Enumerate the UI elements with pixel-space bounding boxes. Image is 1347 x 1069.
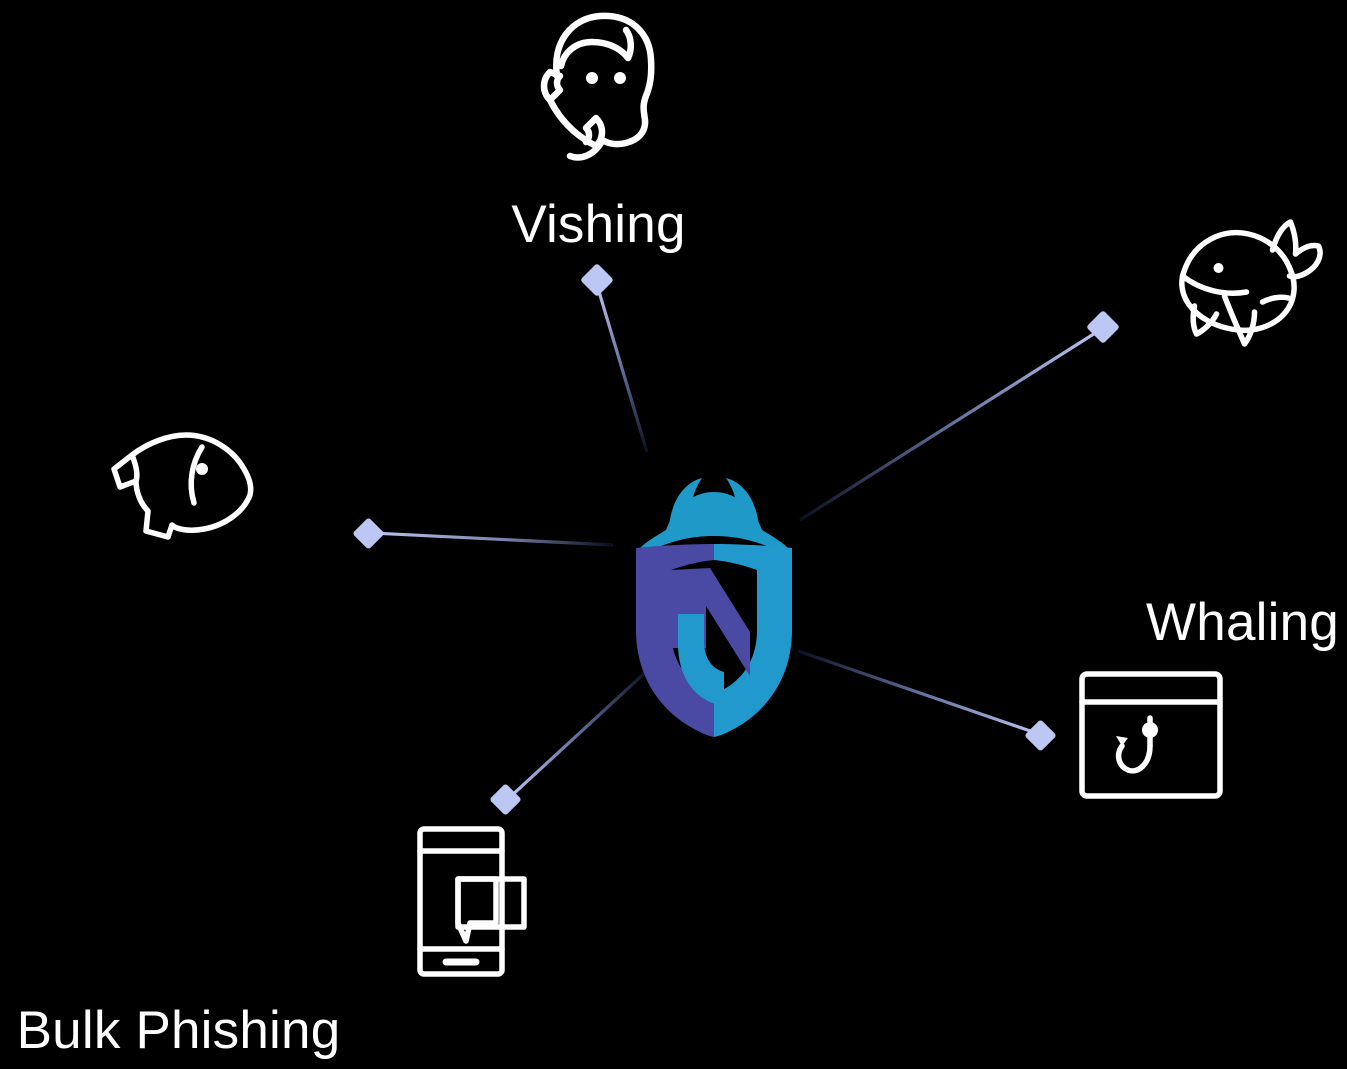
smartphone-message-icon [408,823,558,978]
logo-shield-right [714,544,792,737]
browser-hook-icon [1076,668,1226,803]
connector-marker-vishing [581,264,613,296]
node-label-bulk-phishing: Bulk Phishing [16,1001,341,1060]
connector-marker-spear-phishing [1025,720,1056,751]
connector-spear-phishing [797,649,1056,751]
face-phone-icon [514,8,684,183]
connector-bulk-phishing [353,518,614,549]
logo-inner-u-cyan [678,614,724,706]
logo-horns [640,478,788,553]
center-logo [614,440,814,740]
shield-logo-icon [636,478,792,737]
fish-icon [84,425,274,550]
node-label-vishing: Vishing [511,195,686,254]
connector-vishing [581,264,649,453]
node-label-whaling: Whaling [1146,593,1339,652]
connector-whaling [799,311,1119,522]
connector-marker-smishing [490,784,521,815]
logo-inner-n-purple [671,568,750,676]
connector-marker-whaling [1087,311,1119,343]
connector-marker-bulk-phishing [353,518,384,549]
whale-icon [1150,212,1335,367]
